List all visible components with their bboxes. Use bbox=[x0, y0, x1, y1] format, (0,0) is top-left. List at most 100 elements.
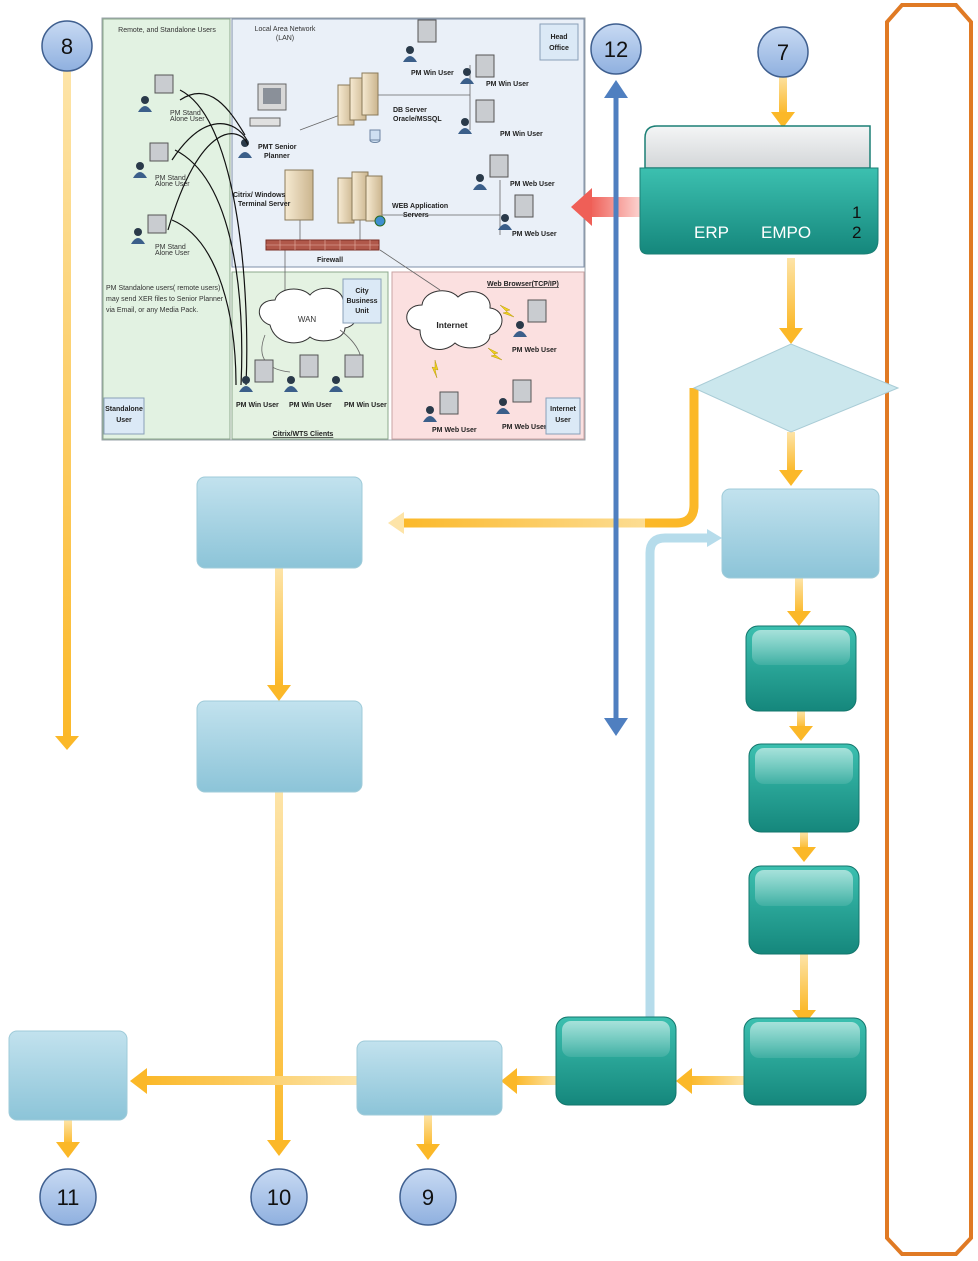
citrix-clients-text: Citrix/WTS Clients bbox=[273, 431, 334, 438]
head-office-label bbox=[539, 23, 579, 61]
citrix-server-icon bbox=[284, 169, 314, 221]
process-box-top-right bbox=[721, 488, 880, 579]
pm-win-user-icon bbox=[403, 19, 437, 62]
pm-standalone-user-icon bbox=[138, 74, 174, 112]
pm-stand-text-2a: PM Stand bbox=[155, 175, 186, 182]
lan-title-2: (LAN) bbox=[276, 35, 294, 42]
internet-user-text-1: Internet bbox=[550, 406, 576, 413]
citrix-win-user-text-2: PM Win User bbox=[289, 402, 332, 409]
process-box-middle-left bbox=[196, 700, 363, 793]
node-10: 10 bbox=[250, 1168, 308, 1226]
pm-win-user-icon bbox=[458, 99, 495, 134]
teal-box-4 bbox=[743, 1017, 867, 1106]
pmt-senior-text-1: PMT Senior bbox=[258, 144, 297, 151]
teal-box-3 bbox=[748, 865, 860, 955]
internet-web-user-text-2: PM Web User bbox=[432, 427, 477, 434]
standalone-user-label bbox=[103, 397, 145, 435]
svg-text:11: 11 bbox=[57, 1185, 80, 1210]
node-9: 9 bbox=[399, 1168, 457, 1226]
citrix-win-user-text-3: PM Win User bbox=[344, 402, 387, 409]
internet-text: Internet bbox=[436, 320, 467, 330]
erp-label: ERP bbox=[694, 223, 729, 242]
teal-box-2 bbox=[748, 743, 860, 833]
city-text-3: Unit bbox=[355, 308, 369, 315]
feedback-connector bbox=[645, 533, 710, 1030]
db-server-text-1: DB Server bbox=[393, 107, 427, 114]
standalone-text-1: Standalone bbox=[105, 406, 143, 413]
head-office-text-2: Office bbox=[549, 45, 569, 52]
pm-stand-text-1a: PM Stand bbox=[170, 110, 201, 117]
svg-text:9: 9 bbox=[422, 1185, 434, 1210]
teal-box-5 bbox=[555, 1016, 677, 1106]
db-server-text-2: Oracle/MSSQL bbox=[393, 116, 442, 123]
internet-web-user-text-1: PM Web User bbox=[512, 347, 557, 354]
citrix-text-1: Citrix/ Windows bbox=[233, 192, 286, 199]
svg-text:7: 7 bbox=[777, 40, 789, 65]
erp-number-1: 1 bbox=[852, 203, 861, 222]
process-box-top-left bbox=[196, 476, 363, 569]
node-7: 7 bbox=[757, 26, 809, 78]
internet-cloud-icon bbox=[406, 290, 503, 350]
svg-text:8: 8 bbox=[61, 34, 73, 59]
pm-stand-text-2b: Alone User bbox=[155, 181, 190, 188]
lightning-icon bbox=[431, 304, 515, 379]
firewall-text: Firewall bbox=[317, 257, 343, 264]
pm-win-user-text-2: PM Win User bbox=[486, 81, 529, 88]
web-app-text-2: Servers bbox=[403, 212, 429, 219]
pm-web-user-icon bbox=[498, 194, 534, 230]
citrix-win-user-text-1: PM Win User bbox=[236, 402, 279, 409]
pm-web-user-text-1: PM Web User bbox=[510, 181, 555, 188]
pm-standalone-user-icon bbox=[131, 214, 167, 244]
internet-user-label bbox=[545, 397, 581, 435]
node-11: 11 bbox=[39, 1168, 97, 1226]
citrix-text-2: Terminal Server bbox=[238, 201, 291, 208]
network-diagram: Remote, and Standalone Users Local Area … bbox=[101, 17, 586, 441]
pm-win-user-text-3: PM Win User bbox=[500, 131, 543, 138]
bidirectional-arrow bbox=[604, 80, 628, 736]
senior-planner-icon bbox=[238, 83, 287, 158]
pm-stand-text-3a: PM Stand bbox=[155, 244, 186, 251]
standalone-text-2: User bbox=[116, 417, 132, 424]
wan-text: WAN bbox=[298, 315, 317, 324]
pm-stand-text-1b: Alone User bbox=[170, 116, 205, 123]
orange-frame bbox=[885, 3, 973, 1256]
lan-title-1: Local Area Network bbox=[255, 26, 316, 33]
pm-win-user-text-1: PM Win User bbox=[411, 70, 454, 77]
node-12: 12 bbox=[590, 23, 642, 75]
note-text-1: PM Standalone users( remote users) bbox=[106, 285, 220, 292]
pm-stand-text-3b: Alone User bbox=[155, 250, 190, 257]
pm-win-user-icon bbox=[239, 354, 364, 392]
pm-web-user-text-2: PM Web User bbox=[512, 231, 557, 238]
internet-user-text-2: User bbox=[555, 417, 571, 424]
city-business-unit-label bbox=[342, 278, 382, 324]
erp-empo-box: ERP EMPO 1 2 bbox=[639, 125, 879, 255]
node-8: 8 bbox=[41, 20, 93, 72]
process-box-bottom-middle bbox=[356, 1040, 503, 1116]
empo-label: EMPO bbox=[761, 223, 811, 242]
lan-panel bbox=[231, 18, 585, 268]
svg-text:12: 12 bbox=[604, 37, 628, 62]
web-app-server-icon bbox=[337, 171, 386, 227]
erp-number-2: 2 bbox=[852, 223, 861, 242]
pm-web-user-icon bbox=[473, 154, 509, 190]
teal-box-1 bbox=[745, 625, 857, 712]
pm-win-user-icon bbox=[460, 54, 495, 84]
note-text-3: via Email, or any Media Pack. bbox=[106, 307, 198, 314]
flow-arrows bbox=[55, 70, 816, 1160]
head-office-text-1: Head bbox=[550, 34, 567, 41]
remote-users-title: Remote, and Standalone Users bbox=[118, 27, 216, 34]
pmt-senior-text-2: Planner bbox=[264, 153, 290, 160]
city-text-2: Business bbox=[346, 298, 377, 305]
xer-transfer-arrows bbox=[167, 89, 249, 386]
internet-web-user-text-3: PM Web User bbox=[502, 424, 547, 431]
pm-web-user-icon bbox=[423, 299, 547, 422]
web-browser-text: Web Browser(TCP/IP) bbox=[487, 281, 559, 288]
web-app-text-1: WEB Application bbox=[392, 203, 448, 210]
db-server-icon bbox=[337, 72, 381, 143]
decision-diamond bbox=[692, 343, 900, 433]
city-text-1: City bbox=[355, 288, 368, 295]
svg-text:10: 10 bbox=[267, 1185, 291, 1210]
note-text-2: may send XER files to Senior Planner bbox=[106, 296, 224, 303]
process-box-bottom-left bbox=[8, 1030, 128, 1121]
